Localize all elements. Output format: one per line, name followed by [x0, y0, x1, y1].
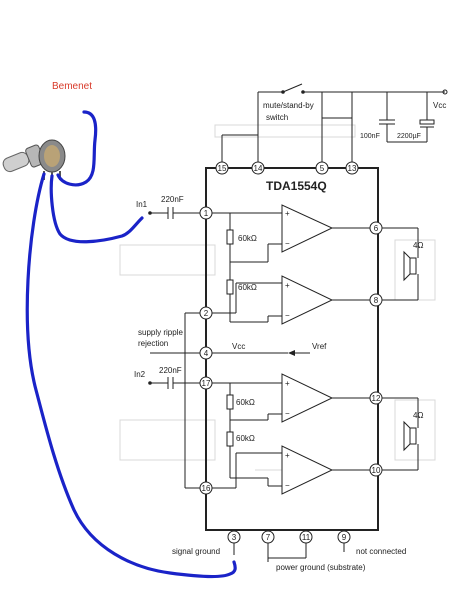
vcc-top-label: Vcc — [433, 101, 446, 110]
mute-label: mute/stand-by — [263, 101, 314, 110]
hand-drawn-wiring — [25, 110, 237, 579]
svg-text:−: − — [285, 409, 290, 418]
pin-1: 1 — [199, 206, 213, 220]
svg-text:8: 8 — [374, 296, 379, 305]
svg-text:−: − — [285, 481, 290, 490]
svg-text:6: 6 — [374, 224, 379, 233]
hand-wire-top — [56, 110, 98, 187]
svg-text:−: − — [285, 311, 290, 320]
ground-wiring — [233, 543, 345, 562]
pin-2: 2 — [199, 306, 213, 320]
pin-14: 14 — [251, 161, 265, 175]
svg-text:2: 2 — [204, 309, 209, 318]
vcc-mid-label: Vcc — [232, 342, 245, 351]
supply-network — [221, 83, 448, 163]
res3-label: 60kΩ — [236, 398, 255, 407]
ripple-label-2: rejection — [138, 339, 168, 348]
svg-text:16: 16 — [202, 484, 211, 493]
pin-5: 5 — [315, 161, 329, 175]
cap-in1-label: 220nF — [161, 195, 184, 204]
cap-2200-label: 2200µF — [397, 133, 421, 140]
cap-in2-label: 220nF — [159, 366, 182, 375]
hand-wire-in2 — [25, 172, 237, 579]
pin-8: 8 — [369, 293, 383, 307]
spk2-label: 4Ω — [413, 411, 423, 420]
svg-text:12: 12 — [372, 394, 381, 403]
pin-16: 16 — [199, 481, 213, 495]
labels: mute/stand-by switch Vcc 100nF 2200µF In… — [134, 101, 446, 572]
pin-15: 15 — [215, 161, 229, 175]
svg-text:3: 3 — [232, 533, 237, 542]
pin-7: 7 — [261, 530, 275, 544]
in1-label: In1 — [136, 200, 148, 209]
ghost-traces — [119, 124, 436, 471]
spk1-label: 4Ω — [413, 241, 423, 250]
svg-text:+: + — [285, 379, 290, 388]
svg-text:11: 11 — [302, 533, 311, 542]
svg-text:10: 10 — [372, 466, 381, 475]
res4-label: 60kΩ — [236, 434, 255, 443]
opamp-3: + − — [281, 373, 334, 423]
internal-wiring — [212, 212, 370, 489]
svg-text:13: 13 — [348, 164, 357, 173]
vref-label: Vref — [312, 342, 327, 351]
cap-100n-label: 100nF — [360, 133, 380, 140]
svg-text:+: + — [285, 281, 290, 290]
hand-wire-in1 — [49, 174, 144, 244]
res1-label: 60kΩ — [238, 234, 257, 243]
svg-text:5: 5 — [320, 164, 325, 173]
pin-9: 9 — [337, 530, 351, 544]
potentiometer-icon — [2, 139, 66, 182]
opamp-1: + − — [281, 204, 334, 253]
svg-text:17: 17 — [202, 379, 211, 388]
ripple-label-1: supply ripple — [138, 328, 183, 337]
switch-label: switch — [266, 113, 288, 122]
not-connected-label: not connected — [356, 547, 406, 556]
chip-name: TDA1554Q — [266, 179, 327, 193]
svg-text:7: 7 — [266, 533, 271, 542]
svg-text:+: + — [285, 451, 290, 460]
res2-label: 60kΩ — [238, 283, 257, 292]
svg-text:+: + — [285, 209, 290, 218]
svg-text:−: − — [285, 239, 290, 248]
svg-text:4: 4 — [204, 349, 209, 358]
pins: 15 14 5 13 1 2 4 17 16 6 8 12 10 3 7 11 … — [199, 161, 383, 544]
in2-label: In2 — [134, 370, 146, 379]
opamp-2: + − — [281, 275, 334, 325]
opamps: + − + − + − + − — [281, 204, 334, 495]
pin-10: 10 — [369, 463, 383, 477]
opamp-4: + − — [281, 445, 334, 495]
pin-6-right: 6 — [369, 221, 383, 235]
pin-3: 3 — [227, 530, 241, 544]
svg-text:1: 1 — [204, 209, 209, 218]
signal-ground-label: signal ground — [172, 547, 220, 556]
pin-4: 4 — [199, 346, 213, 360]
pin-13: 13 — [345, 161, 359, 175]
bemenet-label: Bemenet — [52, 81, 92, 92]
power-ground-label: power ground (substrate) — [276, 563, 366, 572]
pin-12: 12 — [369, 391, 383, 405]
svg-text:15: 15 — [218, 164, 227, 173]
pin-17: 17 — [199, 376, 213, 390]
input-wiring — [148, 207, 200, 489]
speaker-wiring — [382, 227, 419, 471]
pin-11: 11 — [299, 530, 313, 544]
svg-text:9: 9 — [342, 533, 347, 542]
svg-text:14: 14 — [254, 164, 263, 173]
